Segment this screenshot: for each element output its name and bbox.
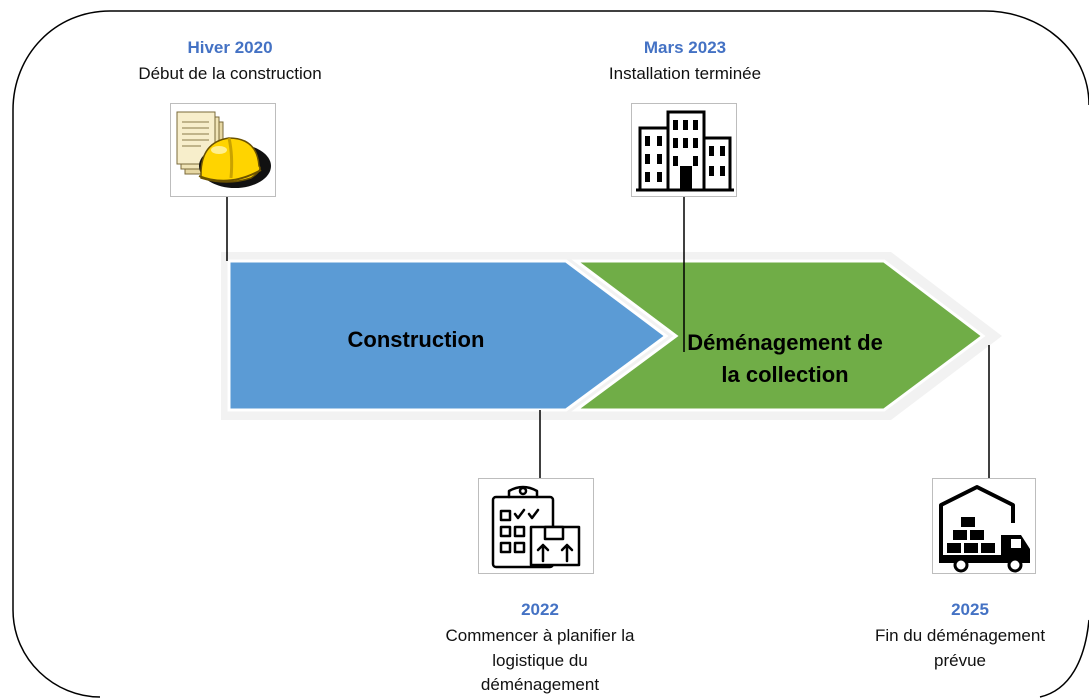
milestone-2025-description-line1: Fin du déménagement xyxy=(874,626,1046,645)
rounded-frame-right xyxy=(1039,619,1089,698)
milestone-2023-description: Installation terminée xyxy=(608,64,762,83)
moving-phase-label-line1: Déménagement de xyxy=(687,330,883,355)
milestone-2020-year: Hiver 2020 xyxy=(187,38,273,57)
milestone-2022-description-line2: logistique du xyxy=(492,651,588,670)
building-icon xyxy=(631,103,737,197)
milestone-2025-year: 2025 xyxy=(951,600,989,619)
moving-phase-arrow xyxy=(571,259,986,412)
construction-helmet-documents-icon xyxy=(170,103,276,197)
planning-clipboard-boxes-icon xyxy=(478,478,594,574)
hard-hat-icon xyxy=(198,137,262,183)
milestone-2023-year: Mars 2023 xyxy=(643,38,727,57)
rounded-frame xyxy=(12,10,1089,698)
milestone-2022-description-line1: Commencer à planifier la xyxy=(445,626,635,645)
milestone-2020-description: Début de la construction xyxy=(138,64,322,83)
construction-phase-label: Construction xyxy=(347,327,485,352)
moving-phase-label-line2: la collection xyxy=(721,362,849,387)
moving-truck-warehouse-icon xyxy=(932,478,1036,574)
construction-phase-arrow xyxy=(227,259,669,412)
milestone-2025-description-line2: prévue xyxy=(934,651,986,670)
milestone-2022-description-line3: déménagement xyxy=(480,675,600,694)
milestone-2022-year: 2022 xyxy=(521,600,559,619)
